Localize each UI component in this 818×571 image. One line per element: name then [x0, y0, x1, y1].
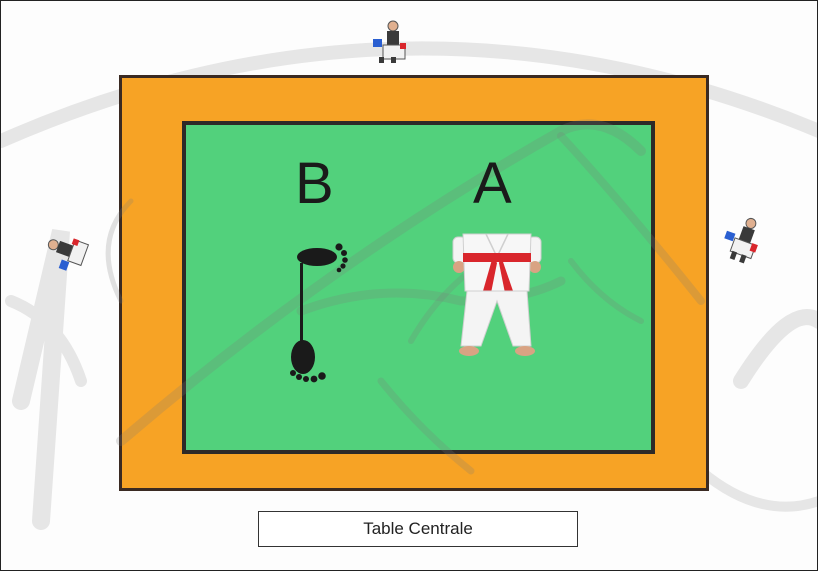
competitor-a-label: A: [473, 151, 512, 216]
competitor-b-label: B: [295, 151, 334, 216]
judge-seated-icon: [724, 217, 758, 264]
competition-area: [182, 121, 655, 454]
judge-seated-icon: [373, 20, 406, 63]
central-table: Table Centrale: [258, 511, 578, 547]
central-table-label: Table Centrale: [363, 519, 473, 538]
judge-seated-icon: [47, 238, 90, 271]
